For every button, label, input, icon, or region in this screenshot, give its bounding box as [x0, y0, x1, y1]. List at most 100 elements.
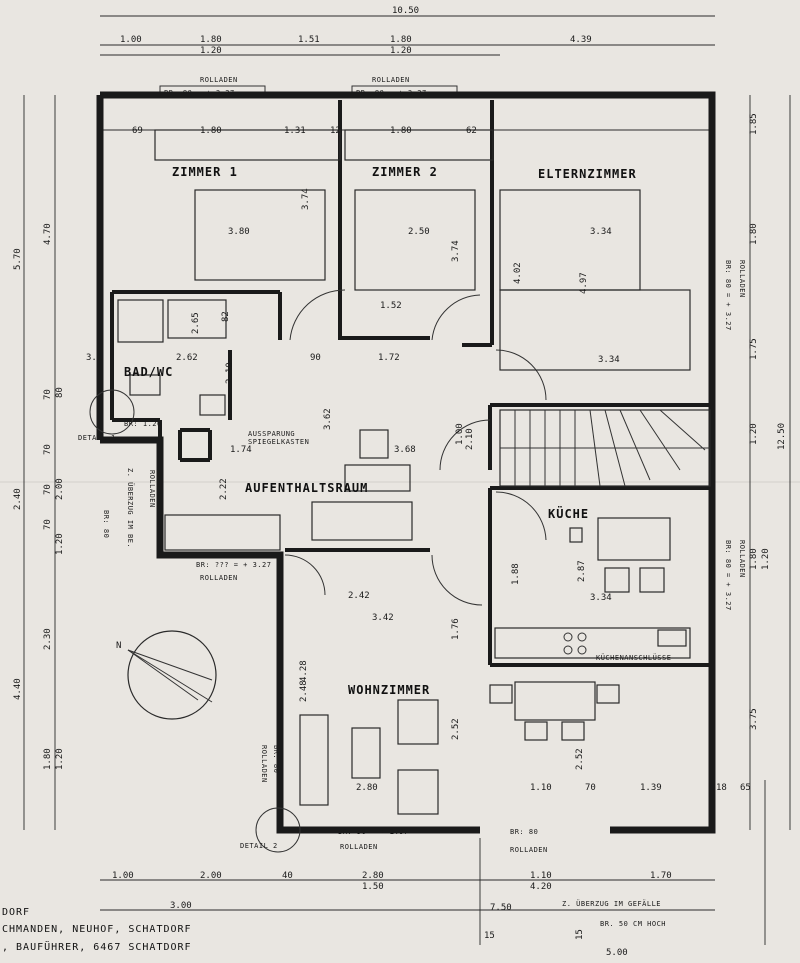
- svg-text:1.00: 1.00: [455, 423, 465, 445]
- svg-text:1.20: 1.20: [761, 548, 771, 570]
- room-aufenthaltsraum: AUFENTHALTSRAUM: [245, 481, 368, 495]
- svg-text:1.20: 1.20: [749, 423, 759, 445]
- svg-text:1.20: 1.20: [55, 748, 65, 770]
- br50-label: BR. 50 CM HOCH: [600, 920, 666, 928]
- dim-top: 1.80: [390, 35, 412, 45]
- north-arrow-icon: N: [116, 630, 217, 720]
- svg-text:4.28: 4.28: [299, 660, 309, 682]
- svg-text:12.50: 12.50: [777, 423, 787, 450]
- svg-text:1.10: 1.10: [530, 871, 552, 881]
- svg-text:1.80: 1.80: [200, 126, 222, 136]
- svg-text:3.74: 3.74: [301, 188, 311, 210]
- svg-text:7.50: 7.50: [490, 903, 512, 913]
- svg-text:69: 69: [132, 126, 143, 136]
- room-wohnzimmer: WOHNZIMMER: [348, 683, 430, 697]
- svg-text:18: 18: [716, 783, 727, 793]
- spiegelkasten-label: SPIEGELKASTEN: [248, 438, 309, 446]
- opening-label: BR: 1.20: [124, 420, 162, 428]
- svg-text:3.68: 3.68: [394, 445, 416, 455]
- right-dimensions: 1.85 1.80 1.75 1.20 12.50 1.80 1.20 3.75: [749, 95, 791, 830]
- room-zimmer-1: ZIMMER 1: [172, 165, 238, 179]
- svg-text:3.34: 3.34: [590, 593, 612, 603]
- svg-text:3.74: 3.74: [451, 240, 461, 262]
- svg-text:1.75: 1.75: [749, 338, 759, 360]
- opening-label: BR: 80 = + 3.27: [724, 260, 732, 331]
- svg-text:80: 80: [55, 387, 65, 398]
- dim-top: 1.20: [390, 46, 412, 56]
- svg-text:3.80: 3.80: [228, 227, 250, 237]
- detail-1-label: DETAIL 1: [78, 434, 116, 442]
- svg-text:2.40: 2.40: [13, 488, 23, 510]
- ueberzug-bad-label: Z. ÜBERZUG IM BE.: [126, 468, 135, 548]
- svg-text:3.34: 3.34: [598, 355, 620, 365]
- svg-text:4.20: 4.20: [530, 882, 552, 892]
- outer-walls: [96, 91, 716, 834]
- svg-text:70: 70: [585, 783, 596, 793]
- svg-text:1.85: 1.85: [749, 113, 759, 135]
- svg-text:2.65: 2.65: [191, 312, 201, 334]
- svg-text:4.97: 4.97: [579, 272, 589, 294]
- svg-text:1.20: 1.20: [55, 533, 65, 555]
- svg-text:2.30: 2.30: [43, 628, 53, 650]
- svg-text:2.87: 2.87: [577, 560, 587, 582]
- rolladen-label: ROLLADEN: [148, 470, 156, 508]
- svg-text:2.00: 2.00: [200, 871, 222, 881]
- room-kueche: KÜCHE: [548, 506, 589, 521]
- svg-text:2.10: 2.10: [465, 428, 475, 450]
- svg-text:N: N: [116, 641, 121, 651]
- svg-text:15: 15: [575, 929, 585, 940]
- svg-text:2.80: 2.80: [362, 871, 384, 881]
- svg-text:3.1: 3.1: [86, 353, 102, 363]
- opening-label: BR: 50 = + 2.97: [338, 828, 409, 836]
- footer-line-2: CHMANDEN, NEUHOF, SCHATDORF: [2, 924, 192, 935]
- svg-text:1.72: 1.72: [378, 353, 400, 363]
- svg-text:2.52: 2.52: [575, 748, 585, 770]
- svg-text:15: 15: [484, 931, 495, 941]
- opening-label: BR: ??? = + 3.27: [196, 561, 271, 569]
- svg-text:70: 70: [43, 444, 53, 455]
- room-zimmer-2: ZIMMER 2: [372, 165, 438, 179]
- svg-text:70: 70: [43, 484, 53, 495]
- svg-text:2.52: 2.52: [451, 718, 461, 740]
- svg-text:4.02: 4.02: [513, 262, 523, 284]
- svg-text:5.70: 5.70: [13, 248, 23, 270]
- staircase: [499, 409, 711, 487]
- svg-text:40: 40: [282, 871, 293, 881]
- svg-text:2.80: 2.80: [356, 783, 378, 793]
- svg-text:3.00: 3.00: [170, 901, 192, 911]
- room-bad-wc: BAD/WC: [124, 365, 173, 379]
- dim-total-width: 10.50: [392, 6, 419, 16]
- svg-text:3.34: 3.34: [590, 227, 612, 237]
- interior-dimensions: 69 1.80 1.31 12 1.80 62 3.80 3.74 2.50 3…: [86, 126, 751, 793]
- door-swings: [89, 289, 547, 853]
- svg-text:1.10: 1.10: [530, 783, 552, 793]
- rolladen-label: ROLLADEN: [200, 574, 238, 582]
- svg-text:12: 12: [330, 126, 341, 136]
- room-elternzimmer: ELTERNZIMMER: [538, 167, 637, 181]
- title-block: DORF CHMANDEN, NEUHOF, SCHATDORF , BAUFÜ…: [2, 907, 192, 953]
- svg-text:1.00: 1.00: [112, 871, 134, 881]
- opening-label: BR: 80: [272, 745, 280, 773]
- svg-text:4.70: 4.70: [43, 223, 53, 245]
- top-dimensions: 10.50 1.00 1.80 1.51 1.80 4.39 1.20 1.20: [100, 6, 715, 131]
- bottom-dimensions: 1.00 2.00 40 2.80 1.50 1.10 4.20 1.70 3.…: [100, 780, 766, 958]
- svg-text:1.80: 1.80: [390, 126, 412, 136]
- rolladen-label: ROLLADEN: [200, 76, 238, 84]
- svg-text:3.62: 3.62: [323, 408, 333, 430]
- svg-text:2.42: 2.42: [348, 591, 370, 601]
- detail-2-label: DETAIL 2: [240, 842, 278, 850]
- annotations: DETAIL 1 DETAIL 2 AUSSPARUNG SPIEGELKAST…: [78, 260, 746, 928]
- svg-text:1.31: 1.31: [284, 126, 306, 136]
- rolladen-label: ROLLADEN: [510, 846, 548, 854]
- svg-text:2.00: 2.00: [55, 478, 65, 500]
- aussparung-label: AUSSPARUNG: [248, 430, 295, 438]
- svg-text:2.10: 2.10: [225, 362, 235, 384]
- svg-text:82: 82: [221, 311, 231, 322]
- svg-text:2.22: 2.22: [219, 478, 229, 500]
- svg-text:2.62: 2.62: [176, 353, 198, 363]
- dim-top: 1.20: [200, 46, 222, 56]
- rolladen-label: ROLLADEN: [372, 76, 410, 84]
- svg-text:1.88: 1.88: [511, 563, 521, 585]
- svg-text:2.48: 2.48: [299, 680, 309, 702]
